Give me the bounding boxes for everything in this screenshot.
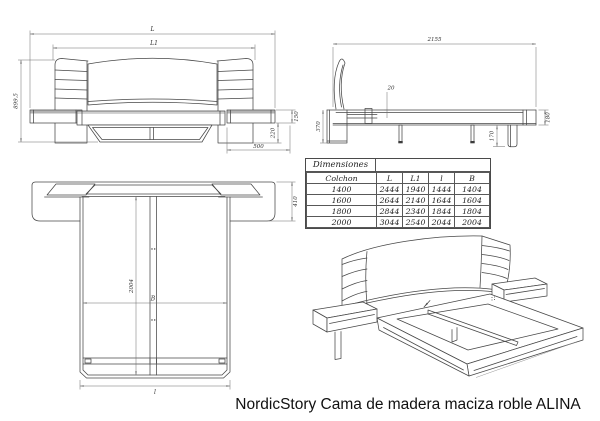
side-view-drawing <box>326 58 537 148</box>
dim-label-overall-width: L <box>150 26 155 33</box>
dim-label-total-height: 899.5 <box>14 93 20 109</box>
dim-label-shelf-thickness: 150 <box>294 111 300 122</box>
dimension-value-cell: 1444 <box>428 183 455 195</box>
dim-label-inner-width: B <box>150 296 156 303</box>
top-view-dimensions: 2004 B l 410 <box>79 181 299 396</box>
side-view-dimensions: 2155 20 370 180 170 <box>316 37 552 147</box>
table-column-header: B <box>454 172 490 184</box>
dimension-value-cell: 1940 <box>402 183 429 195</box>
dim-label-outer-width: l <box>154 389 156 396</box>
table-title-spacer <box>376 159 490 171</box>
dimension-value-cell: 2140 <box>402 194 429 206</box>
dimension-value-cell: 1604 <box>454 194 490 206</box>
mattress-size-cell: 1400 <box>306 183 377 195</box>
dimension-value-cell: 3044 <box>376 216 403 228</box>
dimension-value-cell: 2644 <box>376 194 403 206</box>
table-column-header: l <box>428 172 455 184</box>
dimension-value-cell: 2540 <box>402 216 429 228</box>
mattress-size-cell: 1800 <box>306 205 377 217</box>
mattress-size-cell: 1600 <box>306 194 377 206</box>
dim-label-floor-clearance: 170 <box>490 130 496 141</box>
top-view-drawing <box>31 181 276 379</box>
mattress-size-cell: 2000 <box>306 216 377 228</box>
dim-label-nightstand-depth: 500 <box>253 144 264 150</box>
side-view: 2155 20 370 180 170 <box>316 37 552 148</box>
table-title: Dimensiones <box>306 159 376 171</box>
table-column-header: Colchon <box>306 172 377 184</box>
dim-label-mattress-recess: 20 <box>387 86 395 92</box>
dimension-value-cell: 2004 <box>454 216 490 228</box>
top-view: 2004 B l 410 <box>31 181 299 396</box>
front-view-drawing <box>29 57 276 144</box>
product-caption: NordicStory Cama de madera maciza roble … <box>235 396 581 413</box>
dim-label-total-length: 2155 <box>427 37 442 43</box>
table-title-row: Dimensiones <box>306 159 490 172</box>
front-view: L L1 899.5 150 220 500 <box>14 26 300 154</box>
dim-label-headboard-width: L1 <box>149 40 158 47</box>
dimension-value-cell: 1844 <box>428 205 455 217</box>
dimension-value-cell: 2844 <box>376 205 403 217</box>
perspective-view <box>312 235 584 378</box>
front-view-dimensions: L L1 899.5 150 220 500 <box>14 26 300 154</box>
dim-label-frame-height: 180 <box>546 112 552 123</box>
dimension-value-cell: 1804 <box>454 205 490 217</box>
dimension-value-cell: 2340 <box>402 205 429 217</box>
perspective-drawing <box>312 235 584 378</box>
dimension-value-cell: 2044 <box>428 216 455 228</box>
dimension-value-cell: 2444 <box>376 183 403 195</box>
table-column-header: L1 <box>402 172 429 184</box>
dim-label-headboard-depth: 410 <box>293 196 299 208</box>
table-column-header: L <box>376 172 403 184</box>
dim-label-frame-length: 2004 <box>129 279 135 294</box>
dimension-value-cell: 1644 <box>428 194 455 206</box>
dim-label-shelf-height: 220 <box>271 127 277 139</box>
dim-label-base-height: 370 <box>316 121 322 132</box>
dimension-value-cell: 1404 <box>454 183 490 195</box>
